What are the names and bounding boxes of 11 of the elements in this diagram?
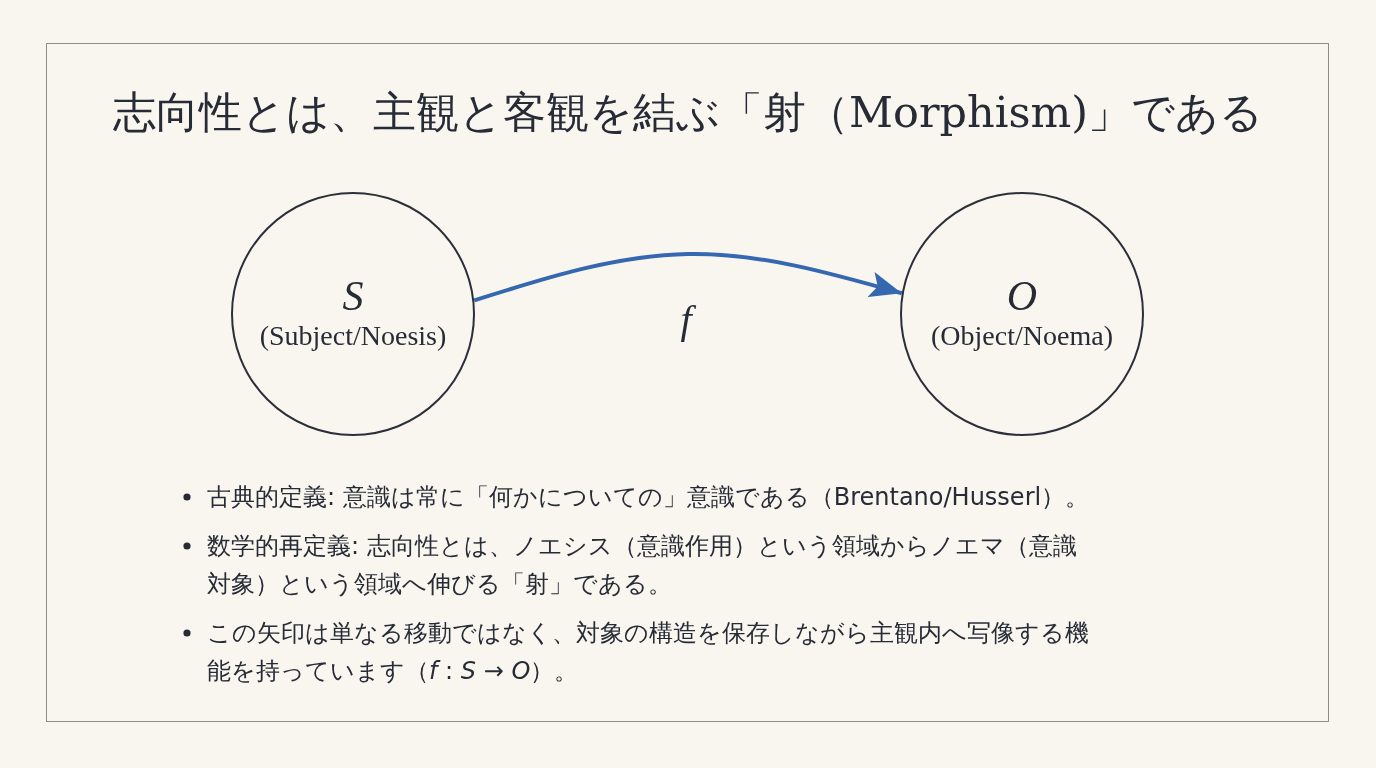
circle-node	[900, 192, 1144, 436]
bullet-text: この矢印は単なる移動ではなく、対象の構造を保存しながら主観内へ写像する機能を持っています（f : S → O）。	[207, 618, 1090, 687]
node-caption: (Object/Noema)	[931, 320, 1113, 352]
node-caption: (Subject/Noesis)	[259, 320, 447, 352]
circle-node	[231, 192, 475, 436]
bullet-text: 古典的定義: 意識は常に「何かについての」意識である（Brentano/Husserl）。	[207, 482, 1091, 513]
arrow	[473, 252, 903, 303]
variable-symbol: S	[342, 272, 364, 320]
slide-title: 志向性とは、主観と客観を結ぶ「射（Morphism)」である	[111, 86, 1265, 139]
variable-symbol: O	[1006, 272, 1038, 320]
bullet-text: 数学的再定義: 志向性とは、ノエシス（意識作用）という領域からノエマ（意識対象）という領域へ伸びる「射」である。	[207, 531, 1078, 600]
